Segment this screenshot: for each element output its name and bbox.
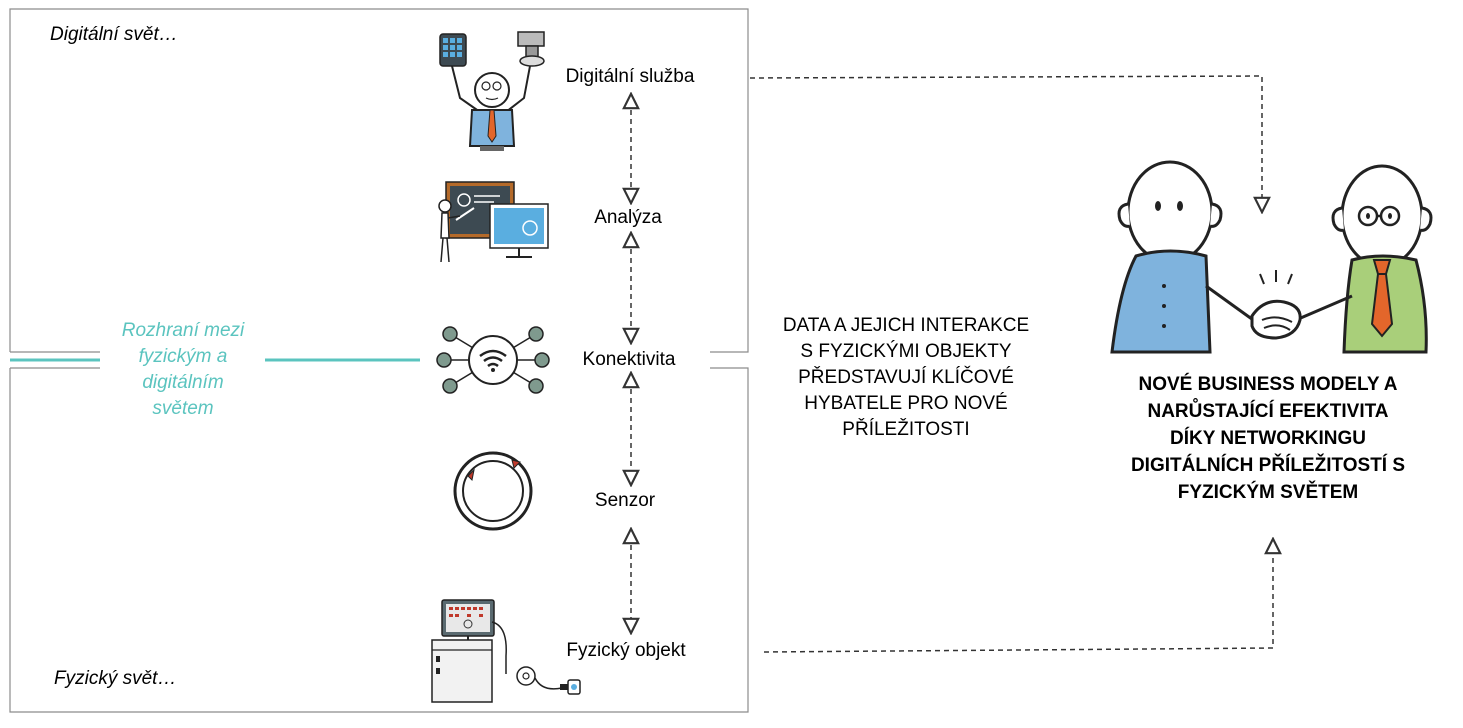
physical-world-label: Fyzický svět… bbox=[54, 668, 177, 689]
analytics-board-icon bbox=[438, 181, 549, 263]
layer-label-digital-service: Digitální služba bbox=[565, 66, 695, 87]
interface-label-line: digitálním bbox=[142, 372, 224, 393]
outcome-description-line: NARŮSTAJÍCÍ EFEKTIVITA bbox=[1147, 401, 1389, 422]
interface-label: Rozhraní mezi fyzickým a digitálním svět… bbox=[83, 318, 283, 422]
handshake-icon bbox=[1110, 160, 1433, 354]
interface-label-line: Rozhraní mezi bbox=[121, 320, 245, 341]
outcome-description-line: NOVÉ BUSINESS MODELY A bbox=[1138, 374, 1398, 395]
outcome-description-line: FYZICKÝM SVĚTEM bbox=[1177, 482, 1359, 503]
layer-label-connectivity: Konektivita bbox=[582, 349, 676, 370]
sensor-ring-icon bbox=[453, 451, 533, 531]
interface-label-line: fyzickým a bbox=[138, 346, 228, 367]
arrow-object-to-outcome bbox=[763, 546, 1273, 653]
digital-world-label: Digitální svět… bbox=[50, 24, 178, 45]
outcome-description-line: DÍKY NETWORKINGU bbox=[1170, 428, 1366, 449]
middle-description: DATA A JEJICH INTERAKCE S FYZICKÝMI OBJE… bbox=[756, 313, 1056, 443]
wifi-network-icon bbox=[436, 326, 550, 394]
arrow-service-to-outcome bbox=[749, 75, 1262, 205]
middle-description-line: HYBATELE PRO NOVÉ bbox=[804, 393, 1008, 414]
machine-icon bbox=[431, 599, 581, 703]
interface-label-line: světem bbox=[152, 398, 214, 419]
layer-label-sensor: Senzor bbox=[594, 490, 656, 511]
physical-world-frame bbox=[9, 367, 749, 713]
outcome-description: NOVÉ BUSINESS MODELY A NARŮSTAJÍCÍ EFEKT… bbox=[1088, 371, 1448, 506]
middle-description-line: PŘEDSTAVUJÍ KLÍČOVÉ bbox=[798, 367, 1014, 388]
middle-description-line: PŘÍLEŽITOSTI bbox=[842, 419, 970, 440]
middle-description-line: DATA A JEJICH INTERAKCE bbox=[782, 315, 1030, 336]
digital-world-frame bbox=[9, 8, 749, 353]
layer-label-analysis: Analýza bbox=[594, 207, 662, 228]
layer-label-physical-object: Fyzický objekt bbox=[566, 640, 686, 661]
middle-description-line: S FYZICKÝMI OBJEKTY bbox=[800, 341, 1012, 362]
person-with-devices-icon bbox=[439, 31, 545, 151]
outcome-description-line: DIGITÁLNÍCH PŘÍLEŽITOSTÍ S bbox=[1130, 455, 1406, 476]
